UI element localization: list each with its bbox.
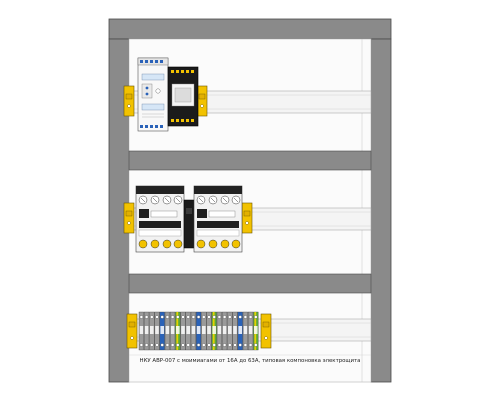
enclosure-top-bar <box>108 18 392 40</box>
terminal-block-grey <box>170 311 176 351</box>
row-3-terminal-blocks <box>126 311 272 351</box>
contactor-km2 <box>193 185 243 253</box>
contactor-km2-bottom-screws <box>196 239 241 249</box>
relay-socket <box>167 66 199 127</box>
terminal-block-grey <box>185 311 191 351</box>
end-stop-left-row2 <box>123 202 135 234</box>
terminal-block-grey <box>190 311 196 351</box>
terminal-block-grey <box>154 311 160 351</box>
terminal-block-grey <box>164 311 170 351</box>
terminal-block-grey <box>206 311 212 351</box>
row-2-contactors <box>123 185 253 253</box>
ats-relay-module <box>137 57 169 132</box>
end-stop-right-row3 <box>260 313 272 349</box>
end-stop-left-row1 <box>123 85 135 117</box>
terminal-block-grey <box>248 311 254 351</box>
terminal-block-grey <box>227 311 233 351</box>
terminal-strip <box>138 311 259 351</box>
terminal-block-grey <box>138 311 144 351</box>
enclosure-right-post <box>370 38 392 383</box>
cross-bar-1 <box>128 150 372 171</box>
terminal-block-blue <box>196 311 202 351</box>
end-stop-right-row1 <box>196 85 208 117</box>
terminal-block-grey <box>216 311 222 351</box>
cross-bars <box>128 150 372 294</box>
row-1-ats-controller <box>123 57 208 132</box>
terminal-block-grey <box>242 311 248 351</box>
terminal-block-green-yellow <box>253 311 259 351</box>
contactor-km1 <box>135 185 185 253</box>
terminal-block-blue <box>237 311 243 351</box>
terminal-block-green-yellow <box>175 311 181 351</box>
terminal-block-grey <box>222 311 228 351</box>
end-stop-left-row3 <box>126 313 138 349</box>
diagram-caption: НКУ АВР-007 с моимиагами от 16А до 63А, … <box>139 358 361 364</box>
terminal-block-grey <box>149 311 155 351</box>
contactor-km1-bottom-screws <box>138 239 183 249</box>
end-stop-right-row2 <box>241 202 253 234</box>
terminal-block-grey <box>180 311 186 351</box>
terminal-block-green-yellow <box>211 311 217 351</box>
terminal-block-grey <box>144 311 150 351</box>
terminal-block-grey <box>201 311 207 351</box>
terminal-block-blue <box>159 311 165 351</box>
terminal-block-grey <box>232 311 238 351</box>
mechanical-interlock <box>183 199 195 249</box>
cross-bar-2 <box>128 273 372 294</box>
